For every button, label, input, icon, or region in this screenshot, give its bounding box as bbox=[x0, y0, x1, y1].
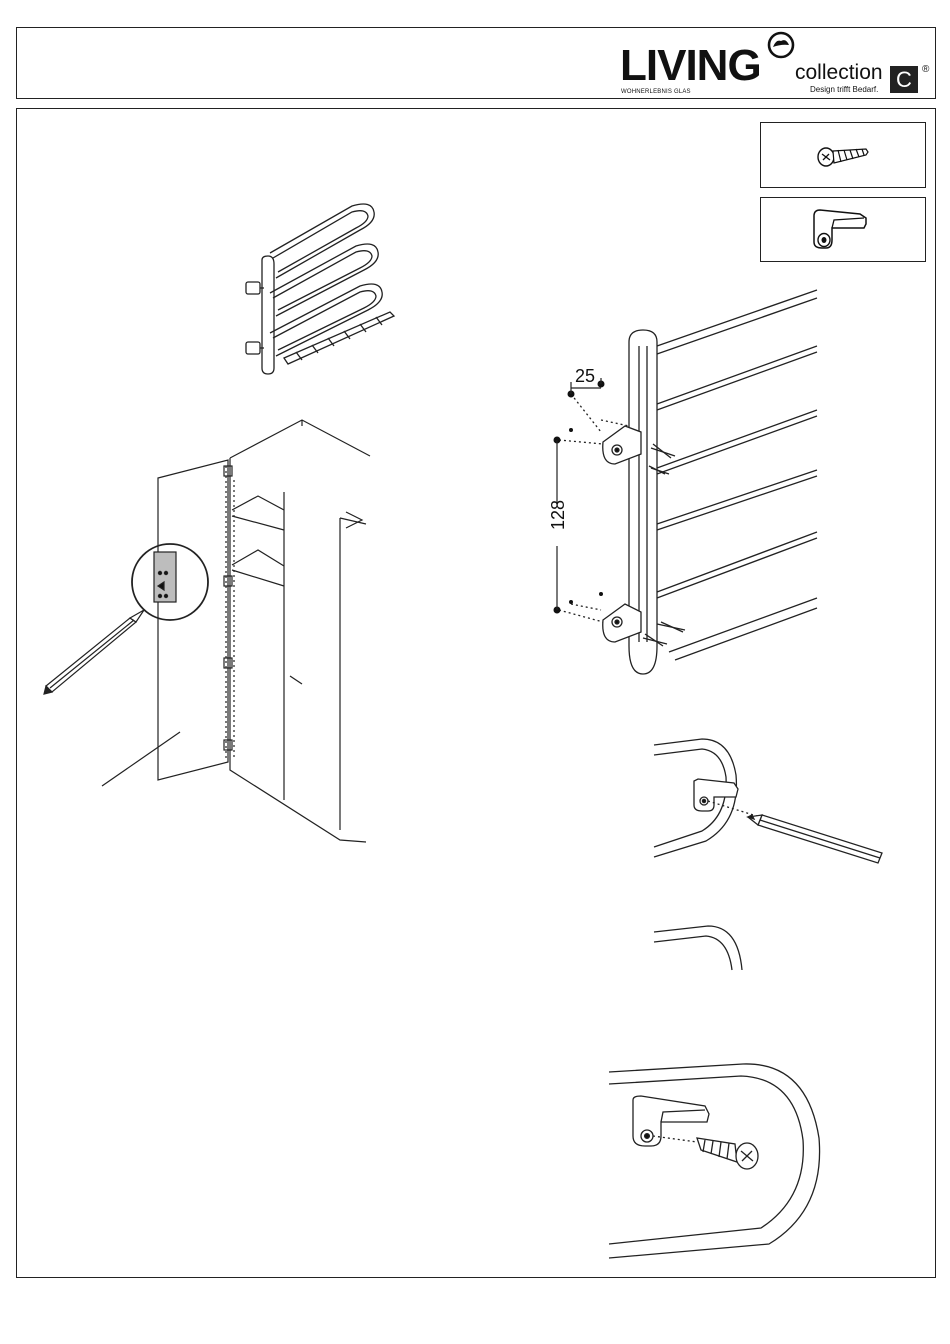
brand-wordmark: LIVING bbox=[620, 44, 761, 88]
rack-mounting-illustration bbox=[545, 282, 835, 682]
part-box-screw bbox=[760, 122, 926, 188]
screw-icon bbox=[816, 141, 872, 169]
dimension-128: 128 bbox=[548, 500, 569, 530]
part-box-clip bbox=[760, 197, 926, 262]
brand-tagline: Design trifft Bedarf. bbox=[810, 85, 878, 94]
collection-word: collection bbox=[795, 62, 883, 83]
logo-mark-icon bbox=[764, 30, 798, 60]
brand-subline: WOHNERLEBNIS GLAS bbox=[621, 89, 691, 95]
dimension-25: 25 bbox=[575, 366, 595, 387]
collection-c-mark: C bbox=[890, 66, 918, 93]
clip-icon bbox=[806, 206, 876, 252]
wardrobe-illustration bbox=[40, 410, 380, 850]
rod-end-illustration bbox=[650, 920, 750, 976]
marking-clip-illustration bbox=[650, 735, 890, 870]
registered-mark: ® bbox=[922, 64, 929, 75]
screw-clip-illustration bbox=[605, 1058, 830, 1263]
rack-overview-illustration bbox=[240, 198, 400, 378]
